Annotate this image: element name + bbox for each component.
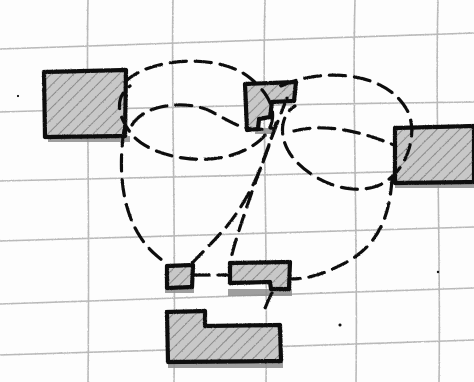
- small-ink-dot: [17, 95, 19, 97]
- small-ink-dot: [437, 271, 439, 273]
- top-left-room: [44, 70, 126, 137]
- grid-vertical-line: [437, 0, 439, 382]
- bottom-right-path: [290, 178, 392, 279]
- left-downward-path: [121, 130, 167, 264]
- grid-vertical-line: [354, 0, 356, 382]
- bottom-large-room: [167, 311, 281, 362]
- small-ink-dot: [339, 324, 342, 327]
- grid-horizontal-line: [0, 33, 474, 49]
- bottom-center-room: [230, 262, 290, 289]
- room-blocks: [44, 70, 474, 362]
- grid-vertical-line: [87, 0, 88, 382]
- right-inner-path: [294, 128, 394, 145]
- small-bottom-room: [167, 265, 193, 288]
